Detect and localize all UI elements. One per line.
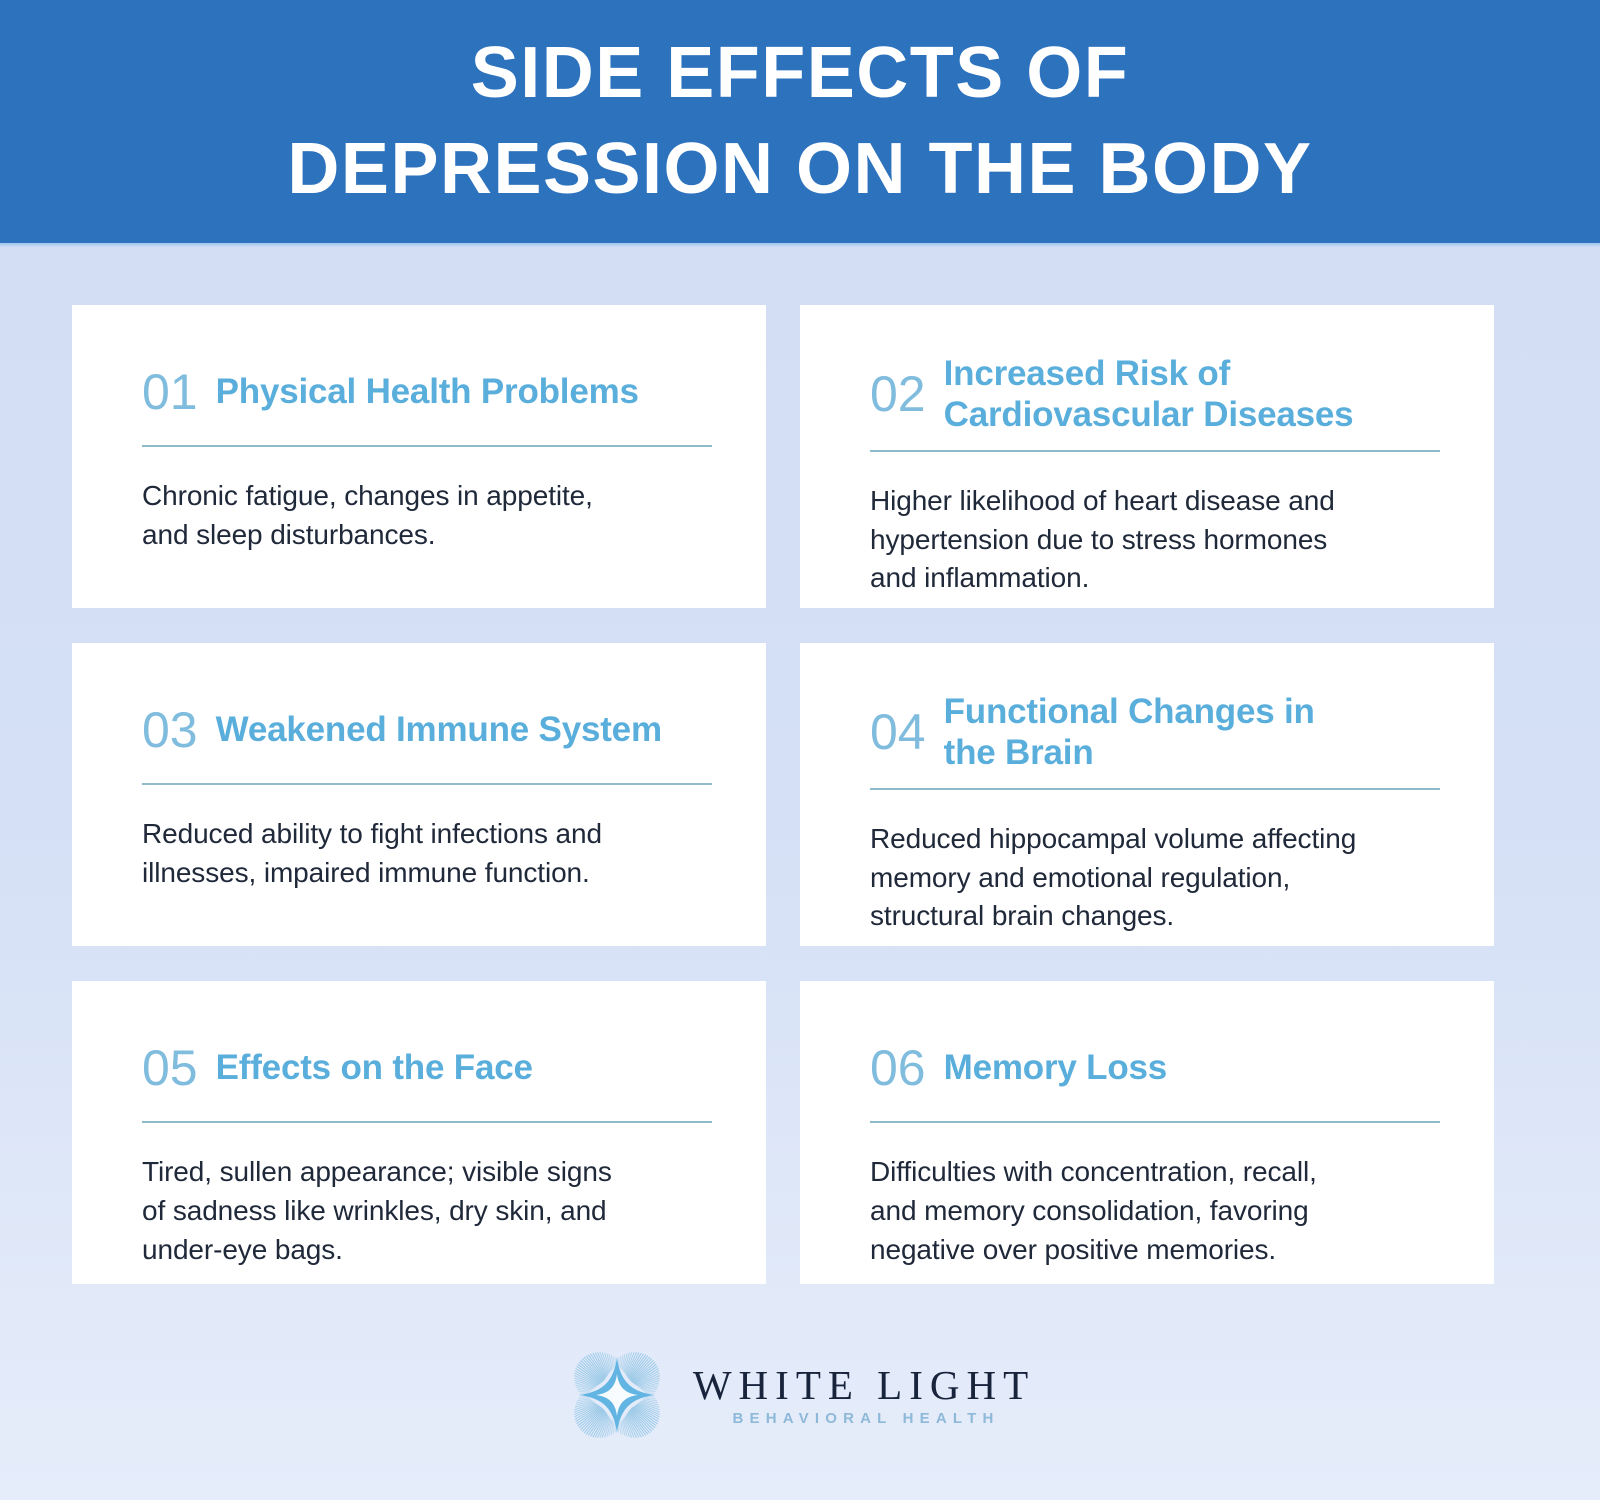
card-body-04: Reduced hippocampal volume affecting mem… — [870, 820, 1440, 937]
card-number-05: 05 — [142, 1040, 198, 1096]
card-title-06-line-1: Memory Loss — [943, 1048, 1168, 1088]
card-body-06: Difficulties with concentration, recall,… — [870, 1153, 1440, 1270]
card-divider-05 — [142, 1121, 712, 1123]
card-body-02: Higher likelihood of heart disease and h… — [870, 482, 1440, 599]
card-divider-04 — [870, 787, 1440, 790]
card-title-04: Functional Changes in the Brain — [944, 691, 1315, 774]
brand-name: WHITE LIGHT — [692, 1362, 1036, 1409]
brand-tagline: BEHAVIORAL HEALTH — [732, 1409, 1000, 1427]
card-body-05-line-2: of sadness like wrinkles, dry skin, and — [142, 1194, 607, 1226]
card-header-05: 05 Effects on the Face — [142, 1029, 712, 1107]
card-divider-01 — [142, 445, 712, 447]
header-bottom-highlight — [0, 243, 1600, 247]
card-body-04-line-3: structural brain changes. — [870, 900, 1175, 932]
card-title-02-line-2: Cardiovascular Diseases — [943, 395, 1354, 435]
side-effect-card-05[interactable]: 05 Effects on the Face Tired, sullen app… — [72, 981, 766, 1284]
card-title-05-line-1: Effects on the Face — [215, 1048, 533, 1088]
page-title-line-2: DEPRESSION ON THE BODY — [287, 128, 1313, 209]
card-body-02-line-2: hypertension due to stress hormones — [870, 523, 1328, 555]
side-effect-card-02[interactable]: 02 Increased Risk of Cardiovascular Dise… — [800, 305, 1494, 608]
card-number-03: 03 — [142, 702, 198, 758]
page-header: SIDE EFFECTS OF DEPRESSION ON THE BODY — [0, 0, 1600, 247]
card-body-02-line-1: Higher likelihood of heart disease and — [870, 484, 1335, 516]
card-body-05-line-3: under-eye bags. — [142, 1233, 343, 1265]
card-title-04-line-1: Functional Changes in — [943, 692, 1315, 731]
card-body-03: Reduced ability to fight infections and … — [142, 815, 712, 893]
card-number-06: 06 — [870, 1040, 926, 1096]
card-body-05: Tired, sullen appearance; visible signs … — [142, 1153, 712, 1270]
card-title-02: Increased Risk of Cardiovascular Disease… — [944, 353, 1354, 436]
card-number-02: 02 — [870, 366, 926, 423]
starburst-star-icon — [565, 1343, 669, 1447]
card-body-06-line-1: Difficulties with concentration, recall, — [870, 1156, 1317, 1187]
card-title-01: Physical Health Problems — [216, 371, 639, 412]
card-number-01: 01 — [142, 364, 198, 420]
side-effect-card-04[interactable]: 04 Functional Changes in the Brain Reduc… — [800, 643, 1494, 946]
side-effect-card-03[interactable]: 03 Weakened Immune System Reduced abilit… — [72, 643, 766, 946]
card-title-01-line-1: Physical Health Problems — [215, 372, 639, 412]
brand-wordmark: WHITE LIGHT BEHAVIORAL HEALTH — [693, 1362, 1035, 1427]
side-effect-card-06[interactable]: 06 Memory Loss Difficulties with concent… — [800, 981, 1494, 1284]
card-title-04-line-2: the Brain — [943, 733, 1094, 773]
card-header-01: 01 Physical Health Problems — [142, 353, 712, 431]
page-title: SIDE EFFECTS OF DEPRESSION ON THE BODY — [287, 26, 1312, 218]
card-body-04-line-1: Reduced hippocampal volume affecting — [870, 822, 1357, 854]
card-header-04: 04 Functional Changes in the Brain — [870, 691, 1440, 774]
card-divider-02 — [870, 449, 1440, 452]
card-title-03-line-1: Weakened Immune System — [215, 710, 662, 750]
card-body-02-line-3: and inflammation. — [870, 562, 1090, 594]
card-body-05-line-1: Tired, sullen appearance; visible signs — [142, 1156, 612, 1187]
card-number-04: 04 — [870, 704, 926, 761]
card-body-03-line-2: illnesses, impaired immune function. — [142, 856, 590, 888]
card-header-06: 06 Memory Loss — [870, 1029, 1440, 1107]
page-title-line-1: SIDE EFFECTS OF — [470, 32, 1130, 113]
card-title-03: Weakened Immune System — [216, 709, 662, 750]
card-header-03: 03 Weakened Immune System — [142, 691, 712, 769]
card-body-01: Chronic fatigue, changes in appetite, an… — [142, 477, 712, 555]
card-body-03-line-1: Reduced ability to fight infections and — [142, 818, 602, 849]
card-body-06-line-3: negative over positive memories. — [870, 1233, 1277, 1265]
side-effects-grid: 01 Physical Health Problems Chronic fati… — [72, 305, 1526, 1284]
card-divider-06 — [870, 1121, 1440, 1123]
card-body-04-line-2: memory and emotional regulation, — [870, 861, 1291, 893]
footer-brand: WHITE LIGHT BEHAVIORAL HEALTH — [0, 1330, 1600, 1460]
side-effect-card-01[interactable]: 01 Physical Health Problems Chronic fati… — [72, 305, 766, 608]
card-body-01-line-1: Chronic fatigue, changes in appetite, — [142, 480, 593, 511]
card-title-05: Effects on the Face — [216, 1047, 533, 1088]
card-body-06-line-2: and memory consolidation, favoring — [870, 1194, 1309, 1226]
card-divider-03 — [142, 783, 712, 785]
card-header-02: 02 Increased Risk of Cardiovascular Dise… — [870, 353, 1440, 436]
card-title-02-line-1: Increased Risk of — [943, 354, 1231, 393]
card-title-06: Memory Loss — [943, 1047, 1168, 1088]
card-body-01-line-2: and sleep disturbances. — [142, 518, 436, 550]
